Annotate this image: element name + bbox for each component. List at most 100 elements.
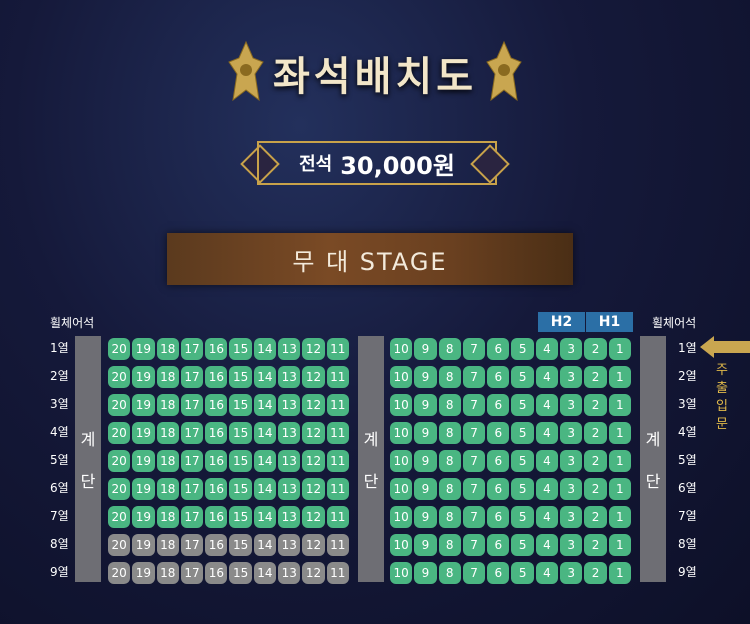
seat[interactable]: 14 — [253, 422, 277, 444]
seat[interactable]: 3 — [560, 506, 583, 528]
seat[interactable]: 11 — [326, 422, 349, 444]
seat[interactable]: 15 — [229, 450, 252, 472]
seat[interactable]: 14 — [253, 450, 277, 472]
seat[interactable]: 3 — [560, 450, 583, 472]
seat[interactable]: 19 — [132, 506, 155, 528]
seat[interactable]: 18 — [156, 478, 179, 500]
seat[interactable]: 14 — [253, 478, 277, 500]
seat[interactable]: 4 — [535, 562, 559, 584]
seat[interactable]: 16 — [205, 338, 228, 360]
seat[interactable]: 12 — [302, 506, 325, 528]
seat[interactable]: 6 — [487, 338, 510, 360]
seat[interactable]: 13 — [278, 450, 301, 472]
seat[interactable]: 16 — [205, 450, 228, 472]
seat[interactable]: 2 — [584, 534, 607, 556]
seat[interactable]: 13 — [278, 422, 301, 444]
seat[interactable]: 5 — [511, 394, 534, 416]
seat[interactable]: 1 — [608, 450, 631, 472]
seat[interactable]: 5 — [511, 478, 534, 500]
seat[interactable]: 14 — [253, 506, 277, 528]
seat[interactable]: 9 — [414, 478, 437, 500]
seat[interactable]: 16 — [205, 394, 228, 416]
seat[interactable]: 18 — [156, 422, 179, 444]
seat[interactable]: 1 — [608, 478, 631, 500]
seat[interactable]: 3 — [560, 562, 583, 584]
seat[interactable]: 20 — [108, 394, 131, 416]
seat[interactable]: 4 — [535, 478, 559, 500]
seat[interactable]: 5 — [511, 506, 534, 528]
seat[interactable]: 19 — [132, 478, 155, 500]
seat[interactable]: 16 — [205, 506, 228, 528]
seat[interactable]: 8 — [438, 450, 461, 472]
seat[interactable]: 1 — [608, 338, 631, 360]
seat[interactable]: 20 — [108, 422, 131, 444]
seat[interactable]: 1 — [608, 394, 631, 416]
seat[interactable]: 6 — [487, 450, 510, 472]
seat[interactable]: 17 — [180, 394, 204, 416]
seat[interactable]: 7 — [462, 366, 486, 388]
seat[interactable]: 2 — [584, 394, 607, 416]
seat[interactable]: 16 — [205, 366, 228, 388]
seat[interactable]: 10 — [390, 450, 413, 472]
seat[interactable]: 19 — [132, 450, 155, 472]
seat[interactable]: 7 — [462, 506, 486, 528]
seat[interactable]: 15 — [229, 478, 252, 500]
seat[interactable]: 1 — [608, 366, 631, 388]
seat[interactable]: 4 — [535, 506, 559, 528]
seat[interactable]: 3 — [560, 422, 583, 444]
seat[interactable]: 14 — [253, 394, 277, 416]
seat[interactable]: 11 — [326, 366, 349, 388]
seat[interactable]: 12 — [302, 478, 325, 500]
seat[interactable]: 4 — [535, 450, 559, 472]
seat[interactable]: 6 — [487, 366, 510, 388]
seat[interactable]: 13 — [278, 366, 301, 388]
seat[interactable]: 4 — [535, 366, 559, 388]
wheelchair-seat-h1[interactable]: H1 — [586, 312, 633, 332]
seat[interactable]: 19 — [132, 422, 155, 444]
seat[interactable]: 6 — [487, 394, 510, 416]
seat[interactable]: 5 — [511, 450, 534, 472]
seat[interactable]: 15 — [229, 422, 252, 444]
seat[interactable]: 18 — [156, 394, 179, 416]
seat[interactable]: 5 — [511, 422, 534, 444]
seat[interactable]: 20 — [108, 366, 131, 388]
seat[interactable]: 15 — [229, 338, 252, 360]
seat[interactable]: 13 — [278, 478, 301, 500]
seat[interactable]: 14 — [253, 366, 277, 388]
seat[interactable]: 2 — [584, 562, 607, 584]
wheelchair-seat-h2[interactable]: H2 — [538, 312, 585, 332]
seat[interactable]: 18 — [156, 506, 179, 528]
seat[interactable]: 7 — [462, 478, 486, 500]
seat[interactable]: 10 — [390, 338, 413, 360]
seat[interactable]: 12 — [302, 394, 325, 416]
seat[interactable]: 19 — [132, 338, 155, 360]
seat[interactable]: 12 — [302, 450, 325, 472]
seat[interactable]: 17 — [180, 422, 204, 444]
seat[interactable]: 1 — [608, 506, 631, 528]
seat[interactable]: 7 — [462, 338, 486, 360]
seat[interactable]: 4 — [535, 338, 559, 360]
seat[interactable]: 8 — [438, 394, 461, 416]
seat[interactable]: 20 — [108, 506, 131, 528]
seat[interactable]: 12 — [302, 422, 325, 444]
seat[interactable]: 11 — [326, 394, 349, 416]
seat[interactable]: 3 — [560, 394, 583, 416]
seat[interactable]: 9 — [414, 506, 437, 528]
seat[interactable]: 10 — [390, 478, 413, 500]
seat[interactable]: 8 — [438, 534, 461, 556]
seat[interactable]: 6 — [487, 534, 510, 556]
seat[interactable]: 20 — [108, 338, 131, 360]
seat[interactable]: 8 — [438, 366, 461, 388]
seat[interactable]: 9 — [414, 534, 437, 556]
seat[interactable]: 7 — [462, 562, 486, 584]
seat[interactable]: 9 — [414, 394, 437, 416]
seat[interactable]: 2 — [584, 478, 607, 500]
seat[interactable]: 5 — [511, 366, 534, 388]
seat[interactable]: 8 — [438, 562, 461, 584]
seat[interactable]: 9 — [414, 450, 437, 472]
seat[interactable]: 6 — [487, 478, 510, 500]
seat[interactable]: 7 — [462, 422, 486, 444]
seat[interactable]: 15 — [229, 366, 252, 388]
seat[interactable]: 10 — [390, 562, 413, 584]
seat[interactable]: 17 — [180, 478, 204, 500]
